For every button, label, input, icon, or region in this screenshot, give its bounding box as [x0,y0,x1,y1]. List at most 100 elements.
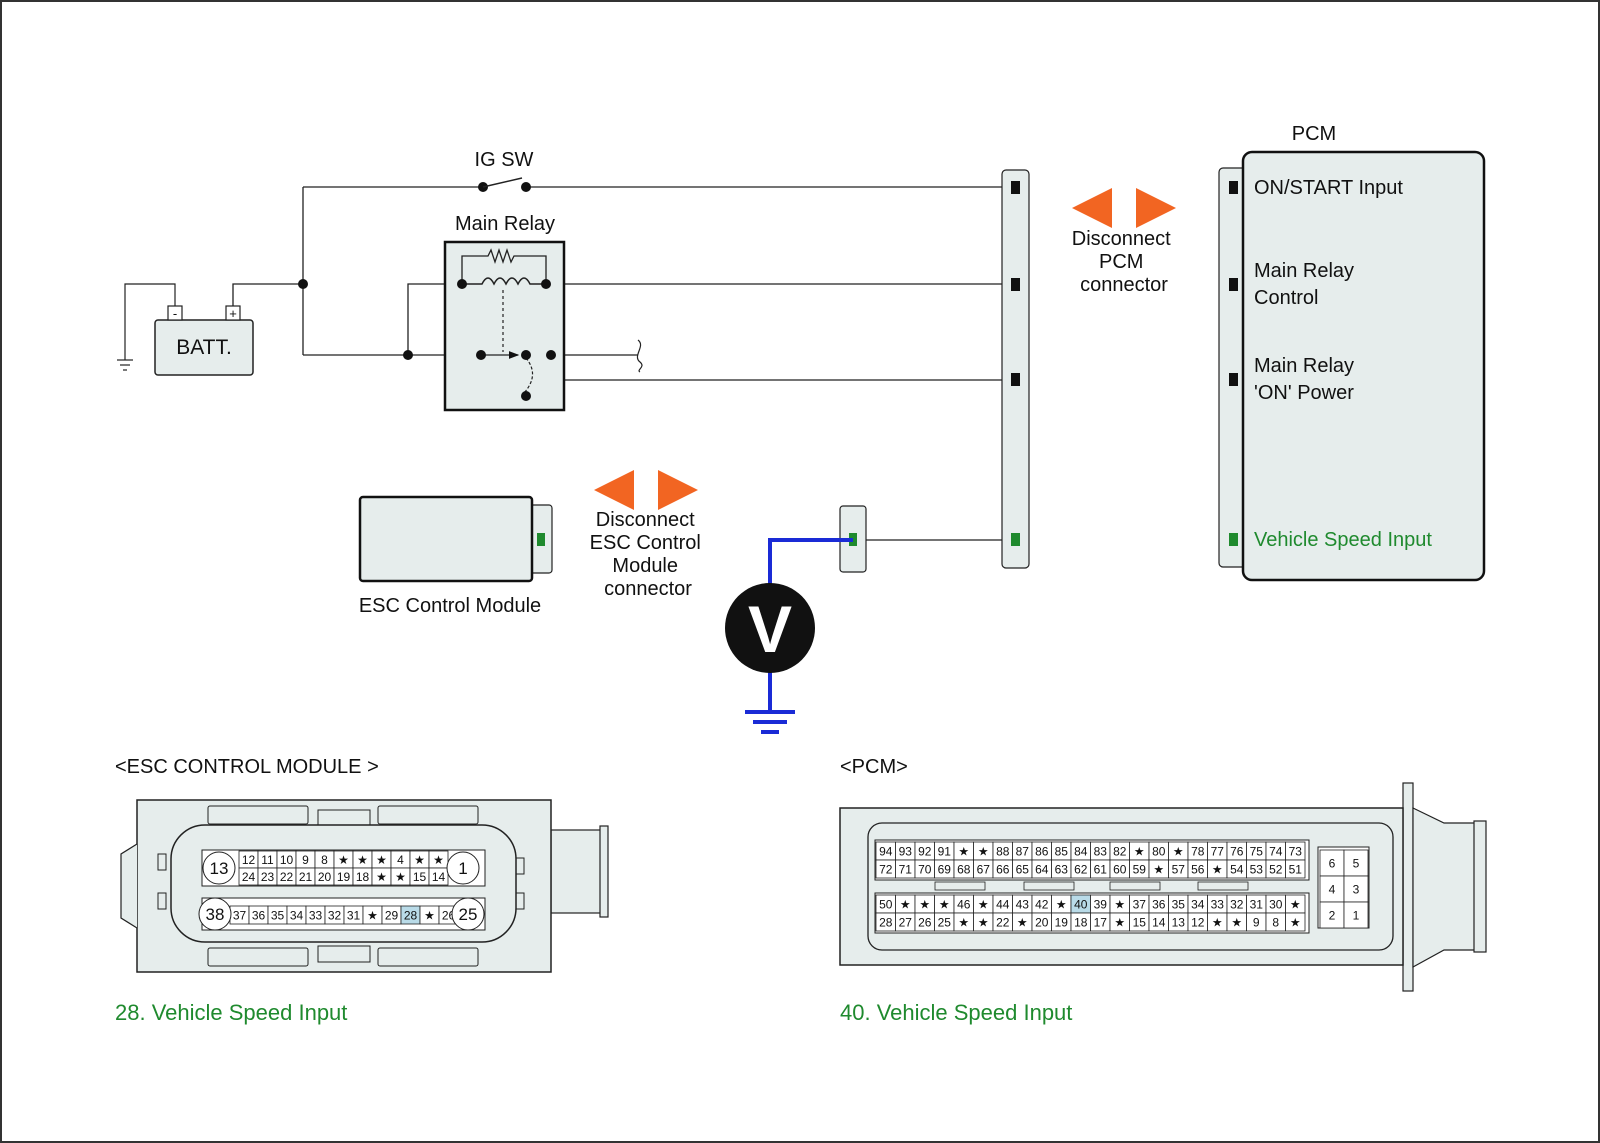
pcm-pin-1-cell [1343,901,1369,929]
esc-pin-★: ★ [395,870,406,884]
pcm-pin-★: ★ [978,898,989,912]
ig-sw-label: IG SW [475,149,534,171]
pcm-pin-35: 35 [1172,898,1186,912]
pcm-pin-42: 42 [1035,898,1049,912]
pcm-pin-86: 86 [1035,845,1049,859]
pcm-pin-★: ★ [1290,898,1301,912]
pcm-pin-60: 60 [1113,863,1127,877]
pcm-pin-77: 77 [1211,845,1225,859]
pcm-pin-★: ★ [1173,845,1184,859]
pcm-pin-★: ★ [1212,863,1223,877]
pcm-pin-88: 88 [996,845,1010,859]
pcm-pin-76: 76 [1230,845,1244,859]
pcm-pin-17: 17 [1094,916,1108,930]
pcm-pin-★: ★ [1231,916,1242,930]
esc-pin-33: 33 [309,909,323,923]
pcm-pin-67: 67 [977,863,991,877]
pcm-pin-vehicle-speed-label: Vehicle Speed Input [1254,529,1432,551]
pcm-pin-71: 71 [899,863,913,877]
disconnect-esc-label: Disconnect ESC Control Module connector [590,509,707,600]
pcm-pin-★: ★ [1153,863,1164,877]
pcm-pin-22: 22 [996,916,1010,930]
pcm-pin-80: 80 [1152,845,1166,859]
pcm-pin-68: 68 [957,863,971,877]
pcm-pin-87: 87 [1016,845,1030,859]
pcm-pin-50: 50 [879,898,893,912]
esc-pin-18: 18 [356,870,370,884]
pcm-pin-5: 5 [1353,857,1360,871]
esc-pin-19: 19 [337,870,351,884]
battery: - + BATT. [154,305,254,376]
esc-pin-1-circle [446,851,480,885]
esc-pin-37: 37 [233,909,247,923]
pcm-pin-1: 1 [1353,909,1360,923]
pcm-pin-43: 43 [1016,898,1030,912]
esc-pin-21: 21 [299,870,313,884]
pcm-pin-59: 59 [1133,863,1147,877]
pcm-pin-52: 52 [1269,863,1283,877]
pcm-pin-12: 12 [1191,916,1205,930]
esc-pin-22: 22 [280,870,294,884]
pcm-pin-★: ★ [1017,916,1028,930]
pcm-pin-2-cell [1319,901,1345,929]
pcm-pin-★: ★ [1114,916,1125,930]
pcm-pin-66: 66 [996,863,1010,877]
pcm-pin-82: 82 [1113,845,1127,859]
esc-pin-31: 31 [347,909,361,923]
pcm-pin-51: 51 [1289,863,1303,877]
pcm-harness-connector [1001,169,1030,569]
pcm-pin-★: ★ [958,845,969,859]
pcm-pin-★: ★ [1134,845,1145,859]
pcm-pin-70: 70 [918,863,932,877]
esc-pin-13: 13 [210,859,229,878]
pcm-pin-83: 83 [1094,845,1108,859]
esc-pin-38-circle [198,897,232,931]
pcm-pin-★: ★ [919,898,930,912]
pcm-pin-4: 4 [1329,883,1336,897]
pcm-pin-32: 32 [1230,898,1244,912]
pcm-pin-85: 85 [1055,845,1069,859]
pcm-pin-46: 46 [957,898,971,912]
esc-pin-★: ★ [376,853,387,867]
pcm-pin-★: ★ [958,916,969,930]
pcm-pin-8: 8 [1272,916,1279,930]
pcm-pin-30: 30 [1269,898,1283,912]
pcm-pin-main-relay-control-label: Main Relay [1254,260,1354,282]
pcm-pin-74: 74 [1269,845,1283,859]
esc-pin-15: 15 [413,870,427,884]
main-relay-label: Main Relay [455,213,555,235]
esc-pin-34: 34 [290,909,304,923]
pcm-pin-72: 72 [879,863,893,877]
pcm-pin-64: 64 [1035,863,1049,877]
esc-pin-14-cell [428,867,449,886]
pcm-pin-★: ★ [939,898,950,912]
esc-module-label: ESC Control Module [359,595,541,617]
pcm-pin-73: 73 [1289,845,1303,859]
esc-pin-11: 11 [261,853,274,867]
pcm-pin-65: 65 [1016,863,1030,877]
pcm-pin-★: ★ [1056,898,1067,912]
voltmeter-icon: V [725,583,815,673]
pcm-pin-39: 39 [1094,898,1108,912]
esc-pin-1: 1 [458,859,467,878]
esc-pin-25-circle [451,897,485,931]
pcm-pin-40: 40 [1074,898,1088,912]
pcm-pin-★: ★ [978,916,989,930]
pcm-pin-★-cell [1285,912,1306,932]
pcm-pin-26: 26 [918,916,932,930]
pcm-pin-13: 13 [1172,916,1186,930]
battery-minus-label: - [173,306,177,321]
pcm-pin-31: 31 [1250,898,1264,912]
pcm-pin-84: 84 [1074,845,1088,859]
pcm-pin-34: 34 [1191,898,1205,912]
pcm-pin-20: 20 [1035,916,1049,930]
pcm-pin-★: ★ [1212,916,1223,930]
pcm-pin-6: 6 [1329,857,1336,871]
esc-pin-note: 28. Vehicle Speed Input [115,1000,347,1025]
esc-pin-28: 28 [404,909,418,923]
voltmeter-label: V [748,592,792,666]
esc-pin-23: 23 [261,870,275,884]
esc-pin-★: ★ [357,853,368,867]
esc-pin-38: 38 [206,905,225,924]
